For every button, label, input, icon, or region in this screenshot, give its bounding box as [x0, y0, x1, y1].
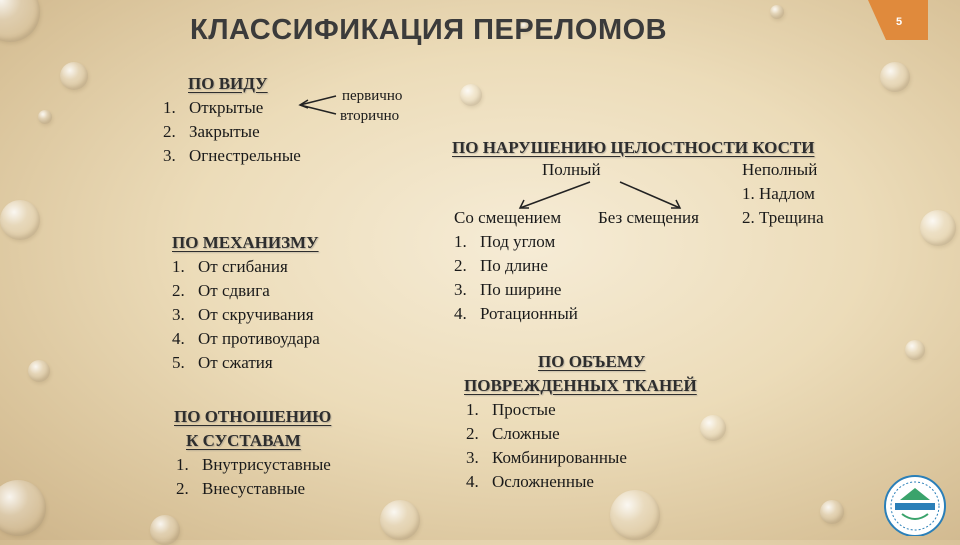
water-drop: [38, 110, 52, 124]
list-item: 2.По длине: [454, 256, 548, 275]
list-item: 1.Простые: [466, 400, 556, 419]
water-drop: [520, 22, 530, 32]
by-type-list: 1.Открытые 2.Закрытые 3.Огнестрельные: [163, 96, 301, 168]
list-item: 1.Внутрисуставные: [176, 455, 331, 474]
list-item: 3.По ширине: [454, 280, 562, 299]
by-volume-heading-line2: ПОВРЕЖДЕННЫХ ТКАНЕЙ: [464, 376, 697, 395]
water-drop: [820, 500, 844, 524]
displacement-list: 1.Под углом 2.По длине 3.По ширине 4.Рот…: [454, 230, 578, 326]
page-title: КЛАССИФИКАЦИЯ ПЕРЕЛОМОВ: [190, 14, 668, 46]
list-item: 3.От скручивания: [172, 305, 314, 324]
by-mechanism-heading: ПО МЕХАНИЗМУ: [172, 233, 319, 252]
displaced-label: Со смещением: [454, 208, 562, 227]
by-volume-heading-line1: ПО ОБЪЕМУ: [538, 352, 646, 371]
by-joint-heading-line2: К СУСТАВАМ: [186, 431, 301, 450]
primary-label: первично: [342, 88, 403, 104]
list-item: 2.Закрытые: [163, 122, 260, 141]
not-displaced-label: Без смещения: [598, 208, 699, 227]
by-mechanism-list: 1.От сгибания 2.От сдвига 3.От скручиван…: [172, 255, 320, 375]
water-drop: [770, 5, 784, 19]
list-item: 3.Огнестрельные: [163, 146, 301, 165]
list-item: 1. Надлом: [742, 184, 815, 203]
primary-secondary-arrows: [298, 95, 337, 115]
incomplete-label: Неполный: [742, 160, 818, 179]
by-volume-list: 1.Простые 2.Сложные 3.Комбинированные 4.…: [466, 398, 627, 494]
list-item: 2.Внесуставные: [176, 479, 306, 498]
water-drop: [905, 340, 925, 360]
water-drop: [28, 360, 50, 382]
by-joint-heading-line1: ПО ОТНОШЕНИЮ: [174, 407, 332, 426]
list-item: 2.Сложные: [466, 424, 560, 443]
complete-branch-arrows: [518, 181, 682, 209]
list-item: 1.Под углом: [454, 232, 556, 251]
list-item: 1.От сгибания: [172, 257, 288, 276]
water-drop: [700, 415, 726, 441]
water-drop: [380, 500, 420, 540]
university-emblem-icon: [884, 475, 946, 536]
water-drop: [60, 62, 88, 90]
water-drop: [150, 515, 180, 545]
by-joint-list: 1.Внутрисуставные 2.Внесуставные: [176, 453, 331, 501]
list-item: 4.Ротационный: [454, 304, 578, 323]
by-integrity-heading: ПО НАРУШЕНИЮ ЦЕЛОСТНОСТИ КОСТИ: [452, 138, 815, 157]
complete-label: Полный: [542, 160, 601, 179]
water-drop: [0, 0, 40, 42]
list-item: 2. Трещина: [742, 208, 824, 227]
incomplete-list: 1. Надлом 2. Трещина: [742, 182, 824, 230]
water-drop: [460, 84, 482, 106]
water-drop: [610, 490, 660, 540]
list-item: 4.От противоудара: [172, 329, 320, 348]
slide-number-badge: [868, 0, 928, 40]
water-drop: [0, 200, 40, 240]
list-item: 2.От сдвига: [172, 281, 270, 300]
list-item: 3.Комбинированные: [466, 448, 627, 467]
list-item: 4.Осложненные: [466, 472, 594, 491]
list-item: 1.Открытые: [163, 98, 264, 117]
water-drop: [880, 62, 910, 92]
by-type-heading: ПО ВИДУ: [188, 74, 268, 93]
secondary-label: вторично: [340, 108, 400, 124]
list-item: 5.От сжатия: [172, 353, 273, 372]
slide-number: 5: [895, 16, 903, 28]
water-drop: [0, 480, 46, 536]
water-drop: [920, 210, 956, 246]
